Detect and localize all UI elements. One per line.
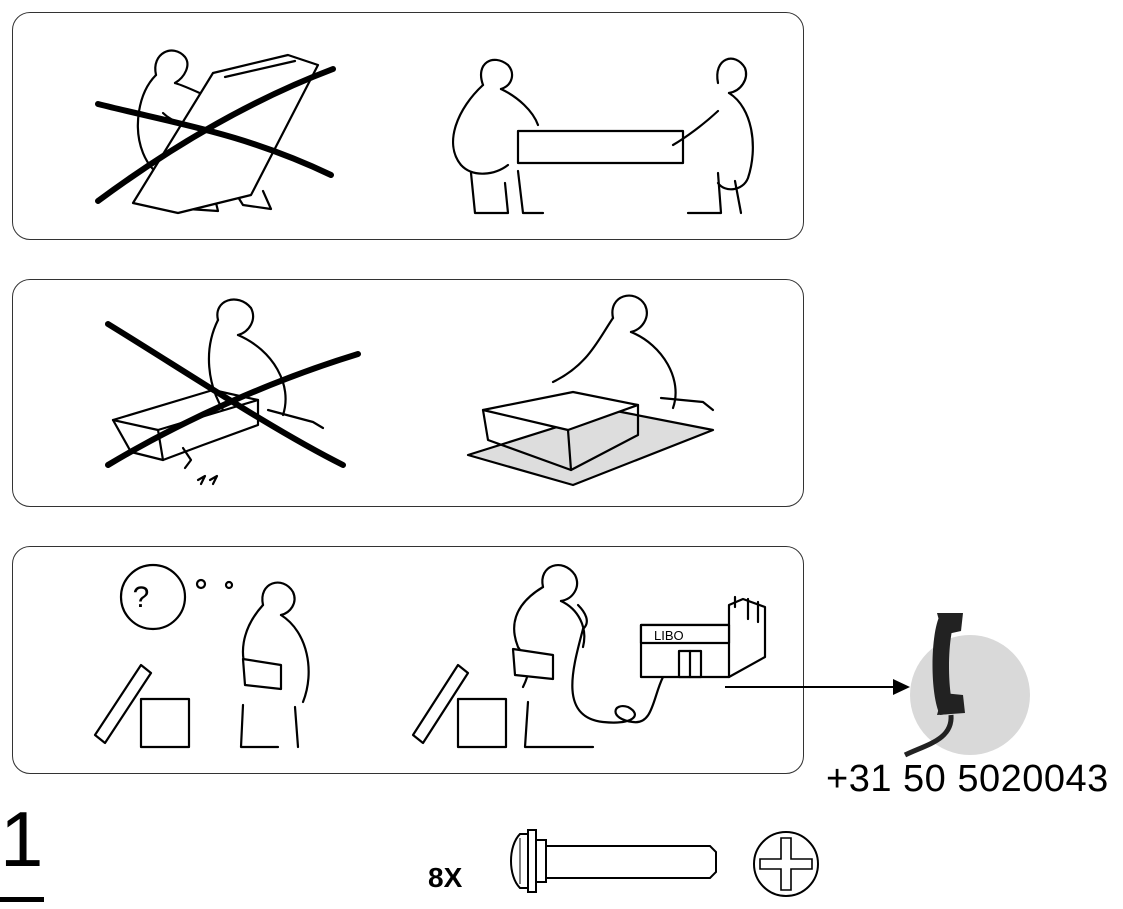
telephone-icon [725,613,1030,758]
person-right-carrying [671,57,754,215]
part-quantity: 8X [428,862,463,893]
lifting-illustration [95,49,754,215]
person-calling [511,564,665,749]
surface-illustration [105,294,715,487]
cross-line-d [105,351,361,468]
help-illustration: LIBO ? [93,563,767,749]
phone-handset [576,603,588,631]
store-building [639,595,767,679]
phone-number: +31 50 5020043 [826,758,1109,800]
panel-lifting [12,12,804,240]
open-box-left [93,663,191,749]
damage-mark-a [196,474,207,486]
store-sign: LIBO [654,628,684,643]
step-number: 1 [0,795,44,883]
step-underline [0,897,44,902]
thought-bubble [119,563,187,631]
person-left-carrying [452,58,545,215]
person-kneeling-floor [207,298,325,430]
board-carried-together [516,129,685,165]
panel-help: LIBO ? [12,546,804,774]
phillips-head-icon [753,831,819,897]
piece-on-rug [481,390,640,472]
question-mark: ? [133,581,150,614]
person-puzzled [239,581,310,749]
cross-line-b [95,66,336,204]
open-box-right [411,663,508,749]
damage-mark-b [208,474,219,486]
person-kneeling-rug [551,294,715,412]
panel-surface [12,279,804,507]
bolt-icon [510,829,717,893]
cross-line-c [105,321,346,468]
